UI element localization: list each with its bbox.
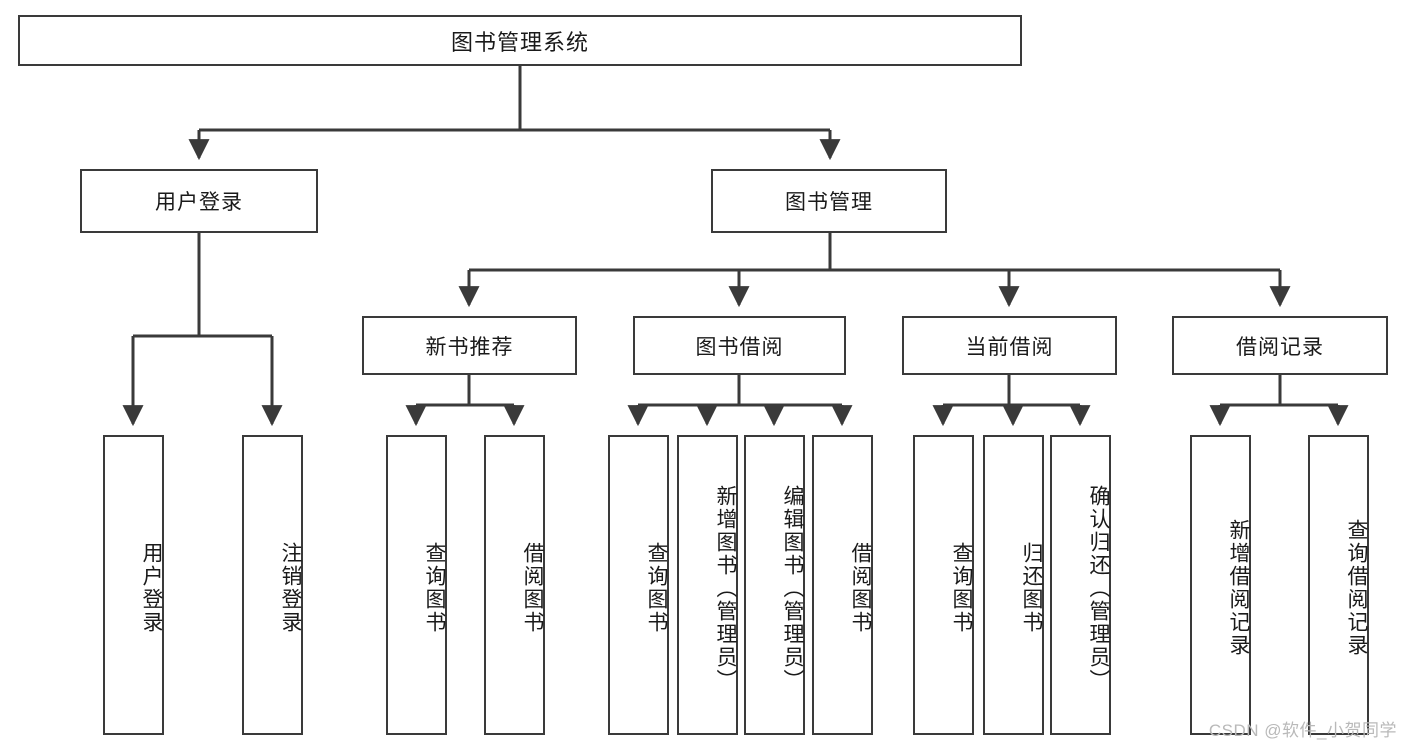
node-new-book-recommend[interactable]: 新书推荐 xyxy=(362,316,577,375)
watermark-text: CSDN @软件_小贺同学 xyxy=(1208,721,1397,740)
node-user-login[interactable]: 用户登录 xyxy=(80,169,318,233)
leaf-borrow-book[interactable]: 借阅图书 xyxy=(812,435,873,735)
node-borrow-record[interactable]: 借阅记录 xyxy=(1172,316,1388,375)
node-current-borrow[interactable]: 当前借阅 xyxy=(902,316,1117,375)
node-book-borrow[interactable]: 图书借阅 xyxy=(633,316,846,375)
node-book-manage[interactable]: 图书管理 xyxy=(711,169,947,233)
leaf-query-book-recommend[interactable]: 查询图书 xyxy=(386,435,447,735)
leaf-borrow-book-recommend[interactable]: 借阅图书 xyxy=(484,435,545,735)
node-root[interactable]: 图书管理系统 xyxy=(18,15,1022,66)
leaf-query-borrow-record[interactable]: 查询借阅记录 xyxy=(1308,435,1369,735)
leaf-user-logout[interactable]: 注销登录 xyxy=(242,435,303,735)
leaf-add-book[interactable]: 新增图书（管理员） xyxy=(677,435,738,735)
leaf-return-book[interactable]: 归还图书 xyxy=(983,435,1044,735)
leaf-user-login[interactable]: 用户登录 xyxy=(103,435,164,735)
leaf-query-book-current[interactable]: 查询图书 xyxy=(913,435,974,735)
leaf-confirm-return[interactable]: 确认归还（管理员） xyxy=(1050,435,1111,735)
leaf-add-borrow-record[interactable]: 新增借阅记录 xyxy=(1190,435,1251,735)
leaf-query-book[interactable]: 查询图书 xyxy=(608,435,669,735)
leaf-edit-book[interactable]: 编辑图书（管理员） xyxy=(744,435,805,735)
